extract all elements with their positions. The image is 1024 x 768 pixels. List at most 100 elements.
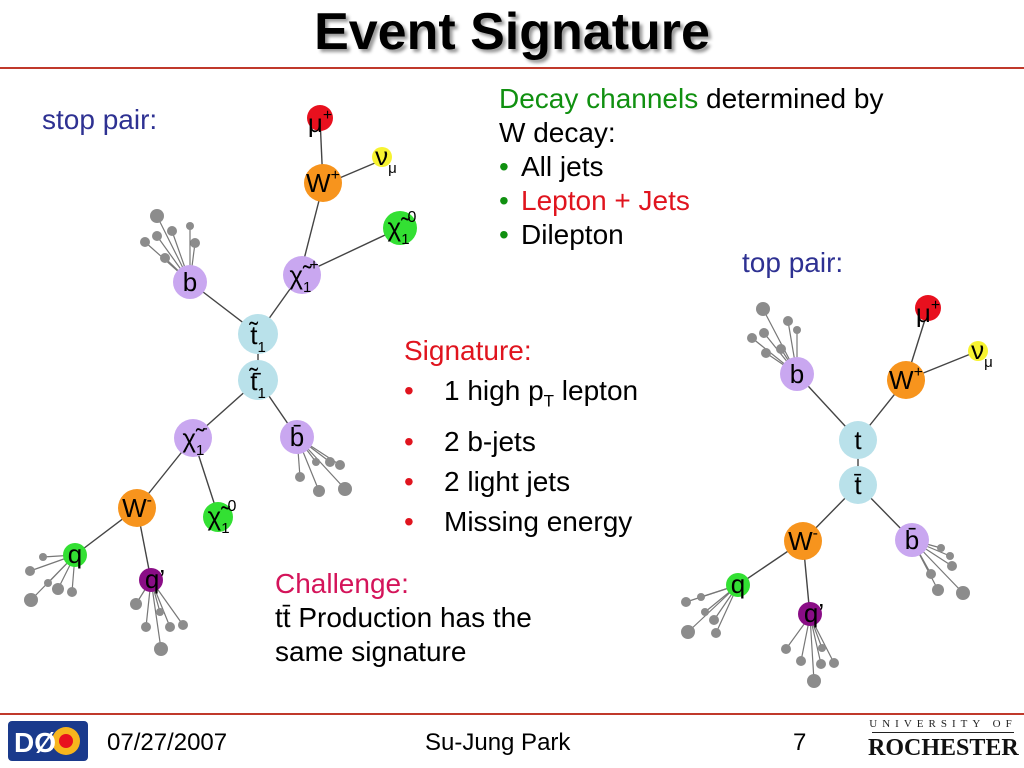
jet-stop-b-hit: [140, 237, 150, 247]
node-stop-bbar: b̄: [280, 420, 314, 454]
jet-stop-b-hit: [186, 222, 194, 230]
jet-top-bbar-hit: [956, 586, 970, 600]
node-stop-mu-label: μ+: [308, 107, 332, 138]
node-stop-t1bar-circle: [238, 360, 278, 400]
node-top-qprime: q’: [798, 598, 824, 628]
node-top-q-circle: [726, 573, 750, 597]
decay-item-dilepton: •Dilepton: [499, 219, 624, 250]
jet-top-b-hit: [747, 333, 757, 343]
node-top-w-minus-label: W-: [788, 525, 818, 556]
node-stop-qprime-label: q’: [145, 564, 165, 594]
top-pair-label: top pair:: [742, 247, 844, 278]
jet-top-qprime-hit: [807, 674, 821, 688]
node-top-tbar-circle: [839, 466, 877, 504]
node-stop-qprime-circle: [139, 568, 163, 592]
node-top-w-minus: W-: [784, 522, 822, 560]
footer-divider: [0, 713, 1024, 715]
node-top-b-circle: [780, 357, 814, 391]
jet-top-qprime: [781, 615, 839, 688]
node-stop-chi-minus: χ̃1-: [174, 419, 212, 459]
jet-stop-qprime-hit: [178, 620, 188, 630]
node-stop-chi0-top-circle: [383, 211, 417, 245]
challenge-block: Challenge: tt̄ Production has the same s…: [275, 567, 532, 669]
challenge-line2: same signature: [275, 636, 467, 667]
jet-top-qprime-hit: [818, 644, 826, 652]
jet-stop-qprime-hit: [130, 598, 142, 610]
node-top-qprime-circle: [798, 602, 822, 626]
node-stop-nu: νμ: [372, 141, 397, 177]
jet-top-qprime-hit: [796, 656, 806, 666]
decay-heading-rest: determined by: [698, 83, 884, 114]
jet-top-q-hit: [681, 625, 695, 639]
jet-stop-q-hit: [44, 579, 52, 587]
node-top-nu-circle: [968, 341, 988, 361]
jet-top-q-hit: [701, 608, 709, 616]
node-stop-t1-circle: [238, 314, 278, 354]
decay-heading-green: Decay channels: [499, 83, 699, 114]
jet-stop-bbar-hit: [338, 482, 352, 496]
node-top-nu-label: νμ: [971, 335, 993, 371]
jet-stop-b-hit: [167, 226, 177, 236]
challenge-line1: tt̄ Production has the: [275, 602, 532, 633]
node-stop-w-minus-circle: [118, 489, 156, 527]
node-top-t-circle: [839, 421, 877, 459]
node-stop-q-circle: [63, 543, 87, 567]
node-stop-q: q: [63, 539, 87, 569]
jet-top-bbar-hit: [932, 584, 944, 596]
jet-top-qprime-hit: [829, 658, 839, 668]
jet-stop-qprime-hit: [154, 642, 168, 656]
jet-top-b-hit: [761, 348, 771, 358]
node-stop-bbar-label: b̄: [290, 422, 304, 452]
node-top-mu: μ+: [915, 295, 941, 328]
jet-top-b-hit: [759, 328, 769, 338]
footer-date: 07/27/2007: [107, 729, 228, 756]
node-top-w-plus: W+: [887, 361, 925, 399]
jet-top-b-hit: [783, 316, 793, 326]
jet-stop-bbar-hit: [295, 472, 305, 482]
jet-top-bbar-hit: [926, 569, 936, 579]
node-stop-t1bar: t̃̄1: [238, 360, 278, 402]
signature-item-lepton: •1 high pT lepton: [404, 375, 639, 411]
node-stop-mu: μ+: [307, 105, 333, 138]
node-stop-b-circle: [173, 265, 207, 299]
node-stop-chi-minus-circle: [174, 419, 212, 457]
jet-top-qprime-hit: [816, 659, 826, 669]
jet-stop-bbar-hit: [312, 458, 320, 466]
node-stop-nu-circle: [372, 147, 392, 167]
footer-author: Su-Jung Park: [425, 729, 571, 756]
jet-stop-bbar-hit: [313, 485, 325, 497]
node-stop-nu-label: νμ: [375, 141, 397, 177]
node-stop-w-minus-label: W-: [122, 492, 152, 523]
jet-stop-q-hit: [25, 566, 35, 576]
d0-logo: DØ: [8, 721, 88, 761]
node-stop-chi-plus-circle: [283, 256, 321, 294]
signature-item-lightjets: •2 light jets: [404, 465, 571, 497]
jet-top-bbar-hit: [947, 561, 957, 571]
jet-stop-qprime-hit: [141, 622, 151, 632]
node-stop-w-plus-label: W+: [306, 167, 340, 198]
title-divider: [0, 67, 1024, 69]
jet-stop-b-hit: [160, 253, 170, 263]
jet-top-b-hit: [756, 302, 770, 316]
node-stop-chi0-bottom: χ̃10: [203, 498, 237, 537]
rochester-logo-bottom: ROCHESTER: [868, 735, 1019, 761]
jet-stop-q-hit: [39, 553, 47, 561]
jet-stop-b-hit: [152, 231, 162, 241]
jet-stop-q-hit: [24, 593, 38, 607]
node-top-mu-circle: [915, 295, 941, 321]
signature-item-bjets: •2 b-jets: [404, 425, 536, 457]
slide-title: Event Signature: [314, 3, 710, 61]
stop-pair-label: stop pair:: [42, 104, 158, 135]
jet-top-q-hit: [681, 597, 691, 607]
node-top-t: t: [839, 421, 877, 459]
jet-stop-bbar-hit: [325, 457, 335, 467]
decay-item-lepton-jets: •Lepton + Jets: [499, 185, 690, 216]
jet-stop-q-hit: [52, 583, 64, 595]
node-top-bbar: b̄: [895, 523, 929, 557]
node-top-qprime-label: q’: [804, 598, 824, 628]
node-stop-w-minus: W-: [118, 489, 156, 527]
jet-top-bbar-hit: [946, 552, 954, 560]
node-top-nu: νμ: [968, 335, 993, 371]
jet-stop-qprime-hit: [165, 622, 175, 632]
node-stop-w-plus-circle: [304, 164, 342, 202]
